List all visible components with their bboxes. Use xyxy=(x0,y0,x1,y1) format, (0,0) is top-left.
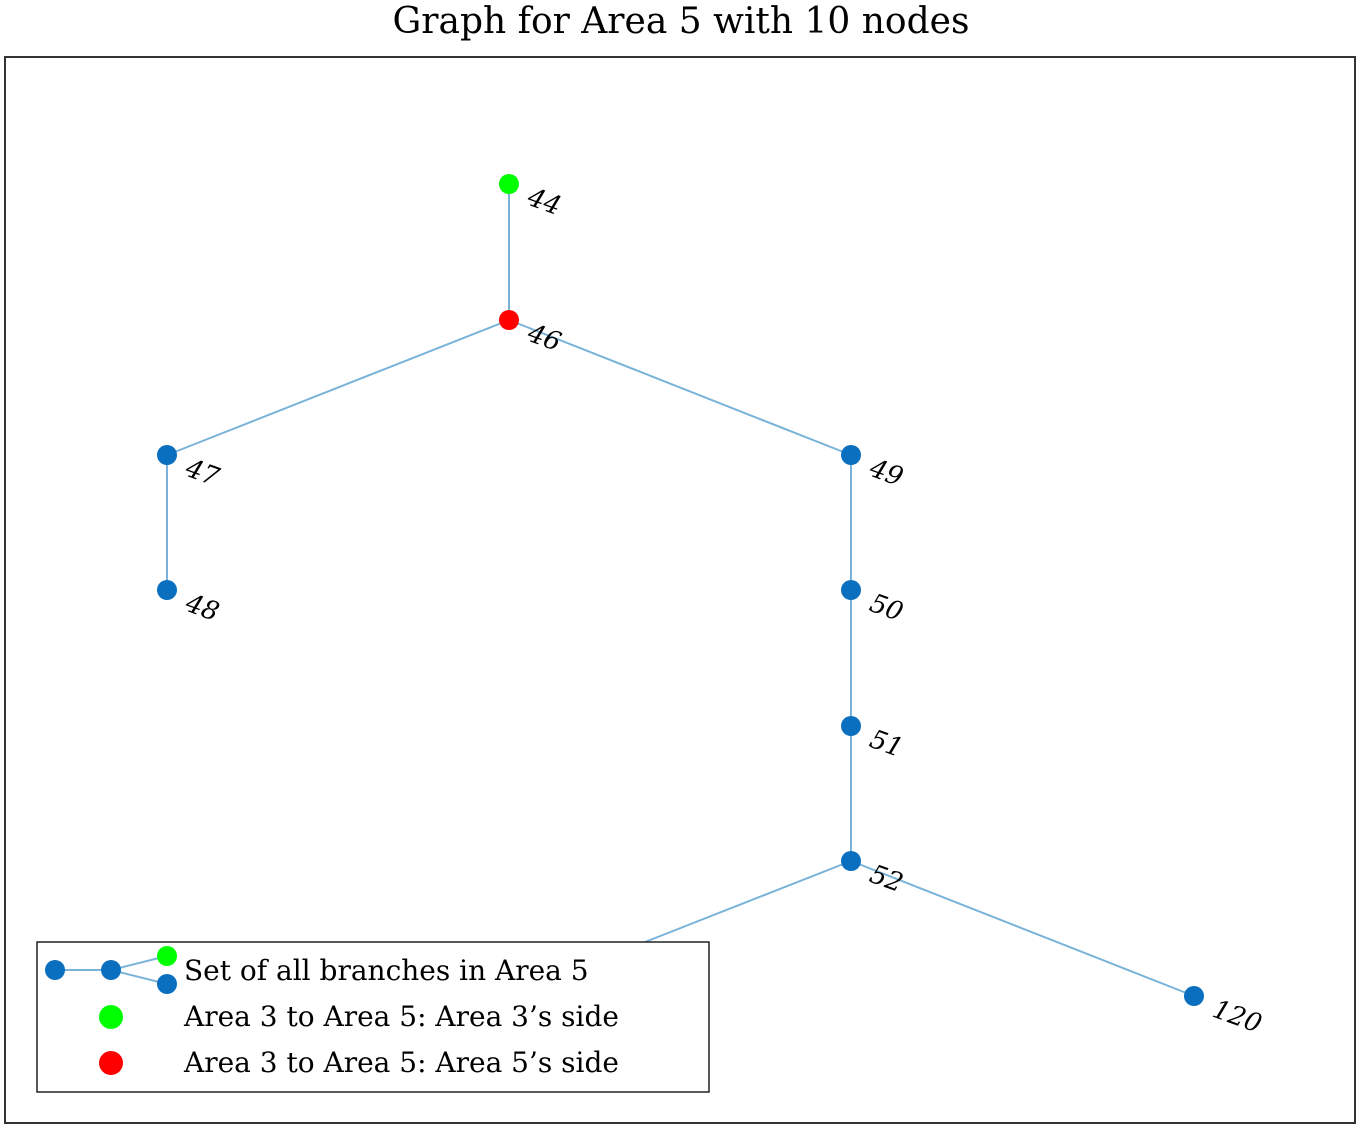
legend-area5-marker xyxy=(99,1051,123,1075)
node-47 xyxy=(157,445,177,465)
edges-layer xyxy=(166,184,1195,997)
node-label-47: 47 xyxy=(181,453,224,493)
node-label-50: 50 xyxy=(866,588,907,628)
legend: Set of all branches in Area 5 Area 3 to … xyxy=(36,941,710,1093)
node-label-51: 51 xyxy=(866,724,907,764)
node-label-48: 48 xyxy=(181,588,223,628)
legend-label-area3-side: Area 3 to Area 5: Area 3’s side xyxy=(183,1000,619,1033)
legend-area3-marker xyxy=(99,1005,123,1029)
node-label-120: 120 xyxy=(1209,994,1266,1039)
node-51 xyxy=(841,716,861,736)
node-46 xyxy=(499,310,519,330)
node-label-52: 52 xyxy=(866,859,907,899)
node-44 xyxy=(499,174,519,194)
node-52 xyxy=(841,851,861,871)
edge-46-49 xyxy=(508,319,852,456)
legend-label-area5-side: Area 3 to Area 5: Area 5’s side xyxy=(183,1046,619,1079)
plot-frame xyxy=(4,56,1356,1124)
node-label-46: 46 xyxy=(523,318,565,358)
legend-label-branches: Set of all branches in Area 5 xyxy=(184,954,589,987)
nodes-layer xyxy=(157,174,1204,1006)
edge-46-47 xyxy=(166,319,510,456)
legend-box xyxy=(36,941,710,1093)
diagram-title: Graph for Area 5 with 10 nodes xyxy=(392,1,970,42)
node-label-49: 49 xyxy=(865,453,907,493)
edge-52-120 xyxy=(850,860,1195,997)
node-50 xyxy=(841,580,861,600)
node-120 xyxy=(1184,986,1204,1006)
edge-52-hidden xyxy=(644,860,852,943)
node-48 xyxy=(157,580,177,600)
node-49 xyxy=(841,445,861,465)
legend-branches-icon xyxy=(45,946,177,994)
node-label-44: 44 xyxy=(523,182,565,222)
